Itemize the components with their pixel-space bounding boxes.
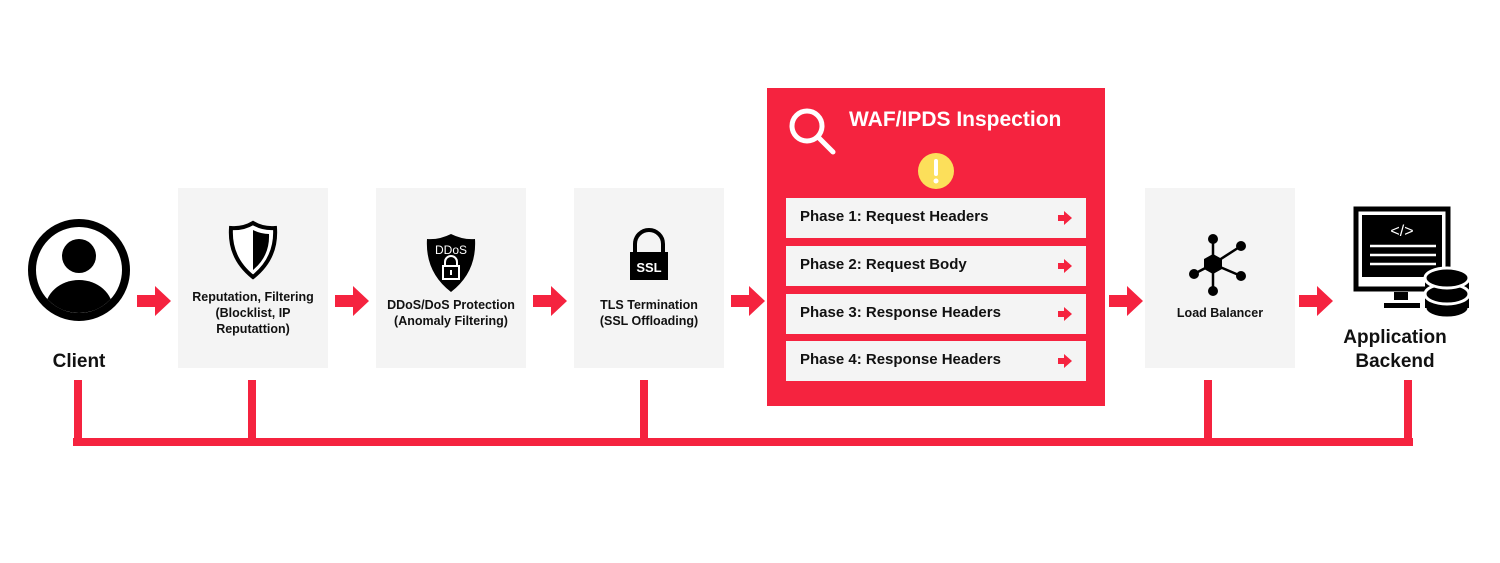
connector-line (640, 380, 648, 444)
backend-label-line: Backend (1355, 351, 1435, 372)
stage-ddos-protection: DDoS DDoS/DoS Protection (Anomaly Filter… (376, 188, 526, 368)
flow-arrow-icon (137, 286, 171, 316)
stage-label-line: DDoS/DoS Protection (387, 298, 515, 312)
phase-item: Phase 3: Response Headers (786, 294, 1086, 334)
phase-label: Phase 3: Response Headers (800, 304, 1001, 321)
arrow-right-icon (1058, 354, 1072, 368)
flow-arrow-icon (1109, 286, 1143, 316)
stage-label-line: Reputattion) (216, 322, 290, 336)
flow-arrow-icon (1299, 286, 1333, 316)
phase-label: Phase 4: Response Headers (800, 351, 1001, 368)
connector-line (74, 380, 82, 444)
arrow-right-icon (1058, 259, 1072, 273)
stage-label-line: TLS Termination (600, 298, 698, 312)
connector-line (248, 380, 256, 444)
phase-item: Phase 2: Request Body (786, 246, 1086, 286)
svg-text:</>: </> (1390, 223, 1413, 240)
network-hub-icon (1189, 234, 1246, 296)
waf-title: WAF/IPDS Inspection (849, 108, 1062, 131)
ddos-icon-text: DDoS (435, 243, 467, 257)
load-balancer-label: Load Balancer (1176, 306, 1264, 320)
stage-tls-termination: SSL TLS Termination (SSL Offloading) (574, 188, 724, 368)
ssl-icon-text: SSL (636, 260, 661, 275)
phase-label: Phase 1: Request Headers (800, 208, 989, 225)
phase-item: Phase 4: Response Headers (786, 341, 1086, 381)
stage-load-balancer: Load Balancer (1145, 188, 1295, 368)
return-path-line (73, 438, 1413, 446)
stage-label-line: (Blocklist, IP (215, 306, 291, 320)
ddos-shield-icon: DDoS (426, 234, 476, 292)
stage-reputation-filtering: Reputation, Filtering (Blocklist, IP Rep… (178, 188, 328, 368)
stage-label-line: (Anomaly Filtering) (394, 314, 508, 328)
warning-icon (918, 153, 954, 189)
shield-icon (228, 220, 278, 280)
application-server-icon: </> (1353, 206, 1471, 320)
client-user-icon (28, 219, 130, 321)
ssl-lock-icon: SSL (630, 228, 668, 280)
phase-label: Phase 2: Request Body (800, 256, 967, 273)
backend-label-line: Application (1343, 327, 1447, 348)
arrow-right-icon (1058, 211, 1072, 225)
connector-line (1404, 380, 1412, 444)
stage-label-line: Reputation, Filtering (192, 290, 314, 304)
client-label: Client (52, 351, 106, 372)
flow-arrow-icon (335, 286, 369, 316)
search-icon (789, 108, 836, 155)
phase-item: Phase 1: Request Headers (786, 198, 1086, 238)
arrow-right-icon (1058, 307, 1072, 321)
connector-line (1204, 380, 1212, 444)
flow-arrow-icon (533, 286, 567, 316)
flow-arrow-icon (731, 286, 765, 316)
stage-label-line: (SSL Offloading) (599, 314, 699, 328)
